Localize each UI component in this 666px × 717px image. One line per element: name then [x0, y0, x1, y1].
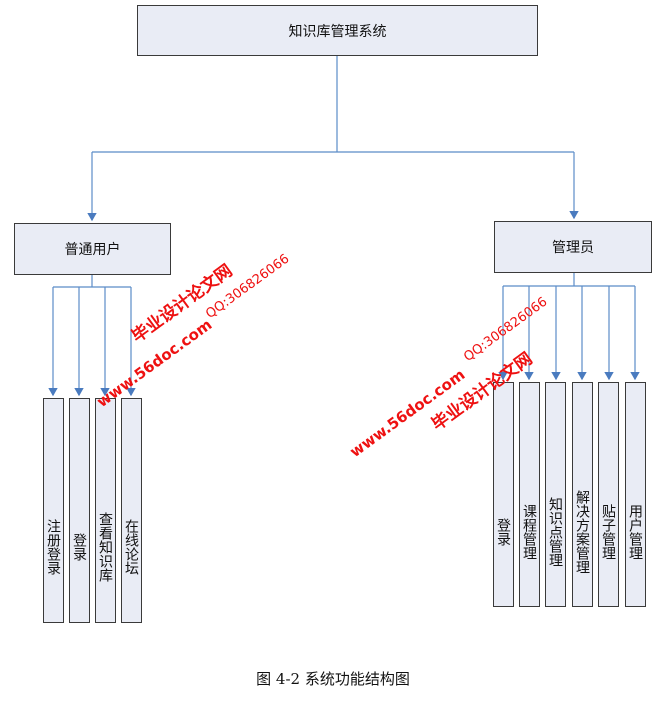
user-label: 普通用户 [64, 242, 121, 258]
admin-node: 管理员 [494, 221, 652, 273]
figure-caption: 图 4-2 系统功能结构图 [256, 670, 410, 688]
admin-function-label: 课程管理 [521, 503, 537, 560]
user-function-box: 注册登录 [43, 398, 64, 623]
admin-function-label: 解决方案管理 [574, 489, 590, 574]
user-function-label: 查看知识库 [97, 511, 113, 582]
user-function-box: 在线论坛 [121, 398, 142, 623]
admin-function-label: 知识点管理 [547, 496, 563, 567]
user-function-label: 登录 [71, 532, 87, 561]
user-node: 普通用户 [14, 223, 171, 275]
user-function-box: 登录 [69, 398, 90, 623]
admin-function-label: 贴子管理 [600, 503, 616, 560]
admin-label: 管理员 [552, 240, 594, 256]
admin-function-box: 课程管理 [519, 382, 540, 607]
admin-function-box: 用户管理 [625, 382, 646, 607]
root-node: 知识库管理系统 [137, 5, 538, 56]
user-function-box: 查看知识库 [95, 398, 116, 623]
root-label: 知识库管理系统 [288, 23, 387, 40]
admin-function-label: 登录 [495, 517, 511, 546]
admin-function-box: 解决方案管理 [572, 382, 593, 607]
user-function-label: 注册登录 [45, 518, 61, 575]
admin-function-label: 用户管理 [627, 503, 643, 560]
admin-function-box: 知识点管理 [545, 382, 566, 607]
user-function-label: 在线论坛 [123, 518, 139, 575]
admin-function-box: 登录 [493, 382, 514, 607]
admin-function-box: 贴子管理 [598, 382, 619, 607]
